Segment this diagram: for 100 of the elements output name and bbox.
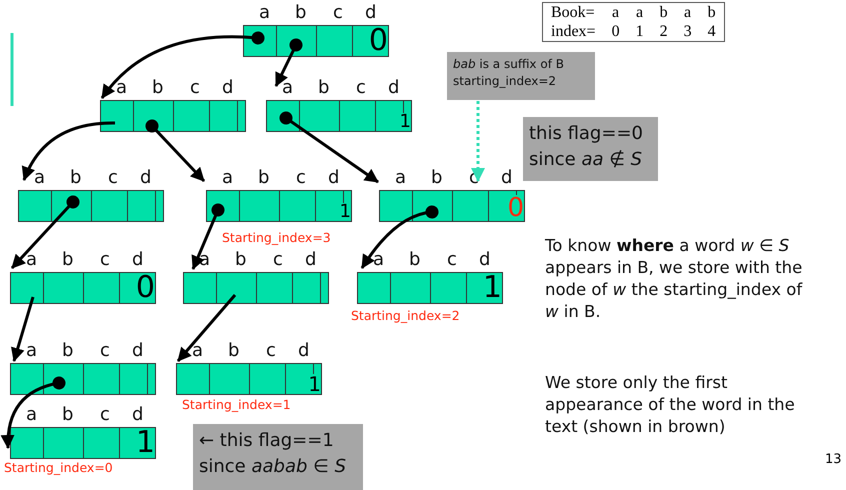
flag-value: 1	[308, 374, 321, 394]
cell-letter: c	[100, 250, 110, 270]
cell-letter: b	[258, 168, 270, 188]
trie-node	[10, 341, 156, 395]
starting-index-note: Starting_index=3	[222, 230, 331, 245]
cell-letter: b	[235, 250, 246, 270]
note-text: since aabab ∈ S	[199, 455, 347, 480]
cell-letter: c	[296, 168, 306, 188]
arrow	[471, 101, 485, 182]
cell-letter: b	[409, 250, 420, 270]
cell-letter: c	[266, 341, 276, 361]
trie-node	[10, 405, 156, 459]
cell-letter: a	[26, 250, 38, 270]
table-cell: b	[652, 2, 676, 22]
cell-letter: c	[356, 78, 366, 98]
cell-letter: a	[26, 405, 38, 425]
starting-index-note: Starting_index=2	[351, 308, 460, 323]
cell-letter: a	[373, 250, 384, 270]
arrow	[360, 206, 438, 269]
cell-letter: c	[333, 3, 343, 23]
cell-letter: d	[501, 168, 512, 188]
cell-letter: a	[395, 168, 406, 188]
trie-node	[379, 168, 525, 222]
cell-letter: b	[295, 3, 306, 23]
starting-index-note: Starting_index=0	[4, 460, 113, 475]
table-cell: a	[676, 2, 700, 22]
arrow	[10, 196, 80, 270]
cell-letter: c	[190, 78, 200, 98]
flag-value: 0	[507, 195, 524, 221]
note-text: this flag==0	[529, 122, 644, 146]
trie-node	[206, 168, 352, 222]
arrow	[274, 38, 302, 87]
trie-node	[357, 250, 503, 304]
cell-letter: a	[192, 341, 204, 361]
cell-letter: b	[152, 78, 164, 98]
cell-letter: b	[431, 168, 442, 188]
trie-node	[100, 78, 246, 132]
table-cell: a	[604, 2, 628, 22]
table-cell: 4	[700, 22, 724, 42]
cell-letter: a	[34, 168, 46, 188]
page-number: 13	[825, 452, 842, 467]
cell-letter: c	[100, 341, 110, 361]
cell-letter: d	[305, 250, 316, 270]
explanation-paragraph: To know where a word w ∈ S appears in B, we store with the node of w the starting_index of w in B.	[545, 235, 804, 323]
cell-letter: d	[132, 405, 144, 425]
trie-node	[183, 250, 329, 304]
table-cell: a	[628, 2, 652, 22]
note-text: starting_index=2	[453, 73, 558, 90]
flag-value: 0	[136, 273, 155, 303]
arrow	[100, 32, 264, 99]
flag-value: 0	[368, 26, 388, 56]
cell-letter: b	[62, 405, 74, 425]
cell-letter: c	[100, 405, 110, 425]
starting-index-note: Starting_index=1	[182, 397, 291, 412]
trie-node	[266, 78, 412, 132]
note-box	[523, 117, 658, 181]
arrow	[11, 296, 34, 362]
trie-node	[18, 168, 164, 222]
note-text: bab is a suffix of B	[453, 56, 565, 73]
arrow	[176, 294, 236, 362]
table-cell: 3	[676, 22, 700, 42]
table-cell: 1	[628, 22, 652, 42]
explanation-paragraph: We store only the first appearance of the word in the text (shown in brown)	[545, 372, 796, 438]
arrow	[280, 112, 379, 184]
note-box	[193, 424, 363, 490]
cell-letter: c	[273, 250, 283, 270]
arrow	[22, 122, 116, 181]
trie-node	[243, 3, 389, 57]
flag-value: 1	[400, 113, 411, 131]
cell-letter: b	[62, 250, 74, 270]
cell-letter: a	[116, 78, 128, 98]
cell-letter: d	[479, 250, 490, 270]
arrow	[192, 204, 224, 270]
table-cell: 0	[604, 22, 628, 42]
cell-letter: c	[108, 168, 118, 188]
cell-letter: d	[298, 341, 310, 361]
cell-letter: a	[222, 168, 234, 188]
cell-letter: d	[132, 341, 144, 361]
cell-letter: b	[70, 168, 82, 188]
trie-node	[176, 341, 322, 395]
cell-letter: d	[140, 168, 152, 188]
trie-node	[10, 250, 156, 304]
arrow	[146, 120, 206, 182]
cell-letter: d	[388, 78, 400, 98]
cell-letter: c	[447, 250, 457, 270]
cell-letter: a	[26, 341, 38, 361]
note-text: since aa ∉ S	[529, 148, 644, 172]
table-cell: Book=	[542, 2, 604, 22]
cell-letter: b	[228, 341, 240, 361]
note-text: ← this flag==1	[199, 429, 335, 453]
note-box	[447, 52, 595, 100]
cell-letter: a	[282, 78, 294, 98]
cell-letter: d	[222, 78, 234, 98]
cell-letter: b	[318, 78, 330, 98]
table-cell: b	[700, 2, 724, 22]
cell-letter: a	[259, 3, 270, 23]
cell-letter: d	[365, 3, 376, 23]
cell-letter: d	[132, 250, 144, 270]
table-cell: 2	[652, 22, 676, 42]
flag-value: 1	[340, 203, 351, 221]
